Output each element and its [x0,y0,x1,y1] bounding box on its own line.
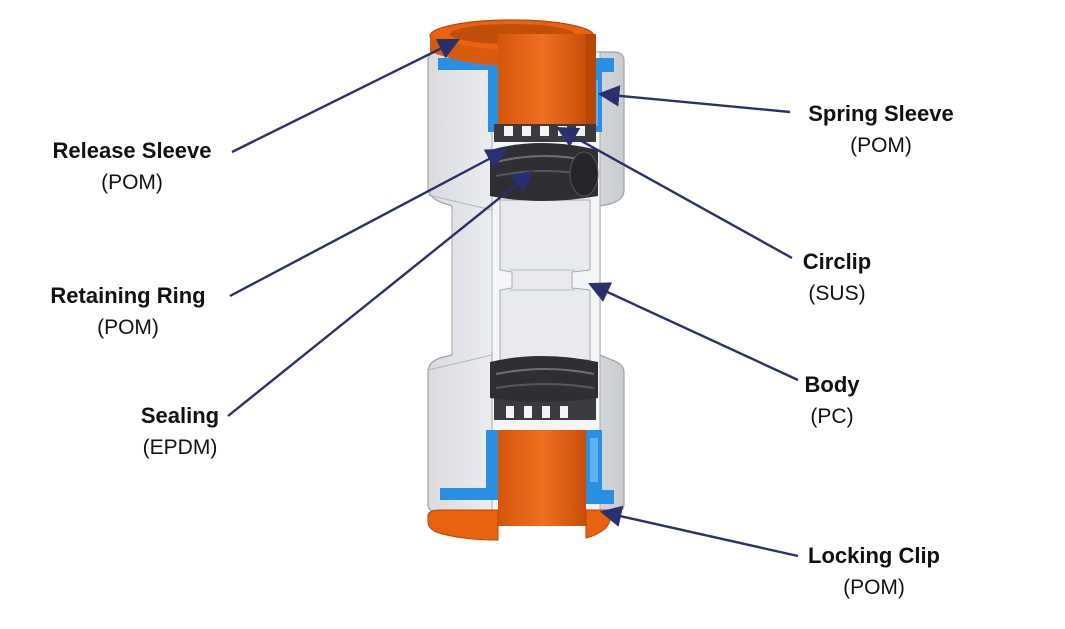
release-sleeve-material: (POM) [101,171,163,195]
label-retaining-ring: Retaining Ring (POM) [36,283,220,340]
circlip-name: Circlip [802,249,872,274]
body-material: (PC) [810,405,854,429]
leader-circlip [556,126,793,260]
body-name: Body [804,372,860,397]
leader-body [588,282,799,382]
release-sleeve-name: Release Sleeve [52,138,212,163]
sealing-material: (EPDM) [142,436,218,460]
label-release-sleeve: Release Sleeve (POM) [40,138,224,195]
spring-sleeve-material: (POM) [850,134,912,158]
leader-sealing [227,170,534,417]
circlip-material: (SUS) [808,282,866,306]
leader-lines [227,38,799,558]
retaining-ring-name: Retaining Ring [50,283,206,308]
label-body: Body (PC) [794,372,870,429]
spring-sleeve-name: Spring Sleeve [808,101,954,126]
leader-retaining-ring [229,148,508,298]
leader-release-sleeve [231,38,460,154]
label-spring-sleeve: Spring Sleeve (POM) [796,101,966,158]
sealing-name: Sealing [140,403,220,428]
lower-sleeve-part [427,430,613,541]
label-locking-clip: Locking Clip (POM) [798,543,950,600]
release-sleeve-part [429,19,596,130]
locking-clip-part [440,430,614,504]
locking-clip-material: (POM) [843,576,905,600]
label-sealing: Sealing (EPDM) [120,403,240,460]
leader-locking-clip [599,505,799,558]
label-circlip: Circlip (SUS) [792,249,882,306]
retaining-ring-material: (POM) [97,316,159,340]
leader-spring-sleeve [597,85,791,114]
locking-clip-name: Locking Clip [808,543,940,568]
